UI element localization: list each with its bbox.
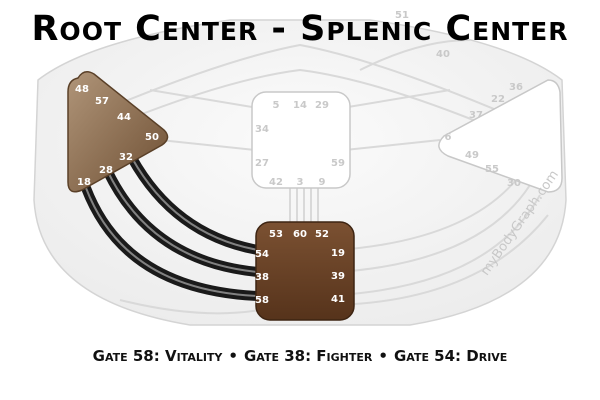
splenic-gate-48: 48	[75, 84, 89, 95]
g-center	[251, 91, 351, 189]
solar-plexus-gate-6: 6	[445, 132, 452, 143]
root-gate-58: 58	[255, 295, 269, 306]
root-gate-41: 41	[331, 294, 345, 305]
solar-plexus-gate-30: 30	[507, 178, 521, 189]
caption-gate-38: Gate 38: Fighter	[244, 347, 373, 365]
solar-plexus-center	[438, 79, 563, 193]
channel-38-28	[103, 167, 263, 277]
splenic-gate-44: 44	[117, 112, 131, 123]
solar-plexus-gate-55: 55	[485, 164, 499, 175]
active-channel-highlights	[85, 157, 259, 297]
splenic-gate-28: 28	[99, 165, 113, 176]
root-gate-19: 19	[331, 248, 345, 259]
root-center	[255, 221, 355, 321]
root-gate-38: 38	[255, 272, 269, 283]
solar-plexus-gate-22: 22	[491, 94, 505, 105]
g-center-gate-42: 42	[269, 177, 283, 188]
root-gate-60: 60	[293, 229, 307, 240]
splenic-gate-50: 50	[145, 132, 159, 143]
caption-gate-54: Gate 54: Drive	[393, 347, 508, 365]
caption-separator: •	[378, 347, 388, 365]
root-gate-54: 54	[255, 249, 269, 260]
g-center-gate-34: 34	[255, 124, 269, 135]
faint-gate-40: 40	[436, 49, 450, 60]
g-center-gate-14: 14	[293, 100, 307, 111]
channel-58-18	[81, 183, 263, 301]
g-center-gate-3: 3	[297, 177, 304, 188]
page-title: Root Center - Splenic Center	[31, 9, 569, 49]
g-center-gate-9: 9	[319, 177, 326, 188]
gate-caption: Gate 58: Vitality • Gate 38: Fighter • Gate …	[0, 349, 600, 364]
splenic-gate-18: 18	[77, 177, 91, 188]
channel-54-32	[127, 153, 263, 255]
g-center-gate-59: 59	[331, 158, 345, 169]
root-gate-39: 39	[331, 271, 345, 282]
g-center-gate-5: 5	[273, 100, 280, 111]
active-channels	[81, 153, 263, 301]
splenic-center	[67, 71, 169, 193]
inactive-channels	[79, 39, 549, 315]
splenic-gate-32: 32	[119, 152, 133, 163]
root-gate-52: 52	[315, 229, 329, 240]
caption-separator: •	[228, 347, 238, 365]
solar-plexus-gate-37: 37	[469, 110, 483, 121]
g-center-gate-29: 29	[315, 100, 329, 111]
caption-gate-58: Gate 58: Vitality	[92, 347, 223, 365]
g-center-gate-27: 27	[255, 158, 269, 169]
solar-plexus-gate-49: 49	[465, 150, 479, 161]
faint-gate-51: 51	[395, 10, 409, 21]
root-gate-53: 53	[269, 229, 283, 240]
splenic-gate-57: 57	[95, 96, 109, 107]
solar-plexus-gate-36: 36	[509, 82, 523, 93]
